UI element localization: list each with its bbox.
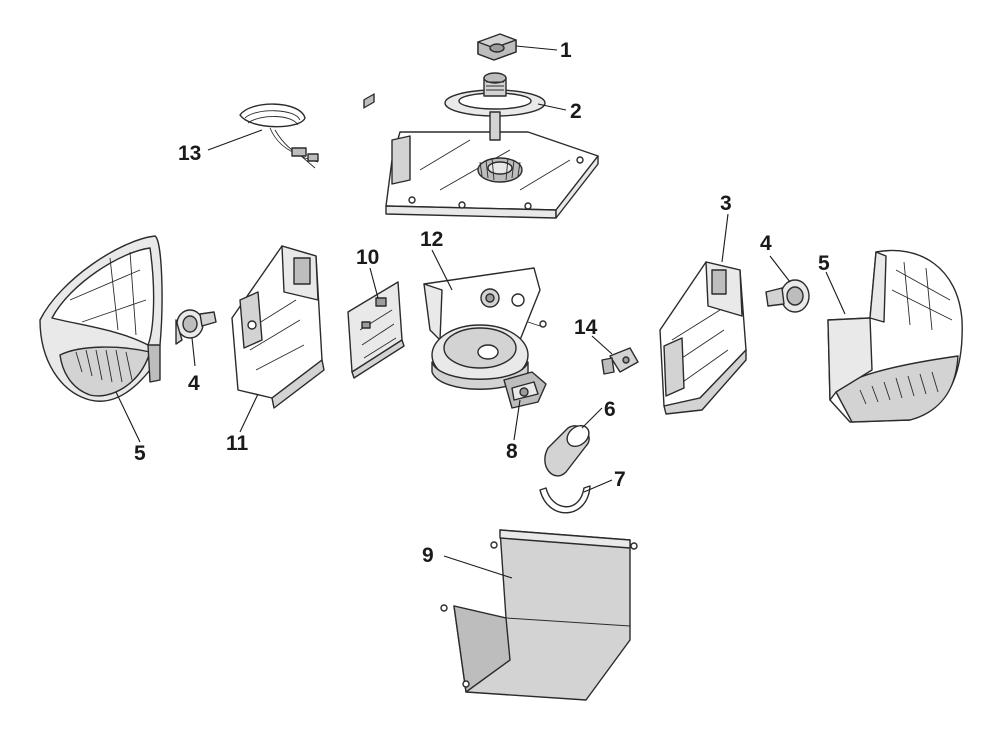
part-6-light-lens	[544, 424, 590, 477]
callout-7: 7	[614, 468, 626, 491]
leader-13	[207, 129, 263, 151]
leader-lines	[115, 45, 846, 579]
callout-6: 6	[604, 398, 616, 421]
part-2-sprocket-plate	[444, 72, 546, 117]
part-12-motor-assembly	[423, 267, 547, 390]
leader-4a	[191, 337, 196, 367]
callout-13: 13	[178, 142, 201, 165]
part-14-sensor	[601, 347, 639, 375]
callout-3: 3	[720, 192, 732, 215]
part-11-left-housing	[231, 245, 325, 409]
callout-2: 2	[570, 100, 582, 123]
callout-8: 8	[506, 440, 518, 463]
leader-12	[431, 249, 453, 291]
callout-4b: 4	[760, 232, 772, 255]
leader-1	[515, 45, 558, 51]
part-5-left-cover	[39, 235, 163, 402]
leader-4b	[769, 255, 791, 283]
leader-3	[721, 213, 729, 263]
callout-10: 10	[356, 246, 379, 269]
callout-9: 9	[422, 544, 434, 567]
leader-6	[581, 407, 603, 429]
main-chassis-frame	[385, 111, 599, 219]
leader-7	[583, 479, 613, 493]
leader-9	[443, 555, 513, 579]
callout-11: 11	[226, 432, 249, 455]
part-3-right-housing	[659, 261, 747, 415]
callout-5b: 5	[818, 252, 830, 275]
leader-10	[369, 267, 379, 299]
callout-1: 1	[560, 39, 572, 62]
part-8-bracket	[503, 371, 547, 409]
part-10-circuit-board	[347, 93, 405, 379]
callout-labels: 1 2 3 4 4 5 5 6 7 8 9 10 11 12 13 14	[134, 39, 830, 567]
leader-11	[239, 393, 259, 433]
part-9-bottom-cover	[440, 529, 638, 701]
callout-12: 12	[420, 228, 443, 251]
leader-5b	[825, 271, 846, 315]
part-4-left-socket	[175, 309, 217, 345]
leader-14	[591, 335, 613, 355]
part-7-clip	[539, 485, 591, 514]
leader-2	[537, 103, 567, 111]
leader-5a	[115, 391, 141, 443]
part-5-right-cover	[827, 249, 963, 423]
leader-8	[513, 399, 521, 441]
part-1-cap	[477, 33, 517, 61]
part-4-right-socket	[765, 279, 810, 313]
callout-5a: 5	[134, 442, 146, 465]
part-13-wire-harness	[239, 103, 319, 169]
callout-4a: 4	[188, 372, 200, 395]
callout-14: 14	[574, 316, 598, 339]
